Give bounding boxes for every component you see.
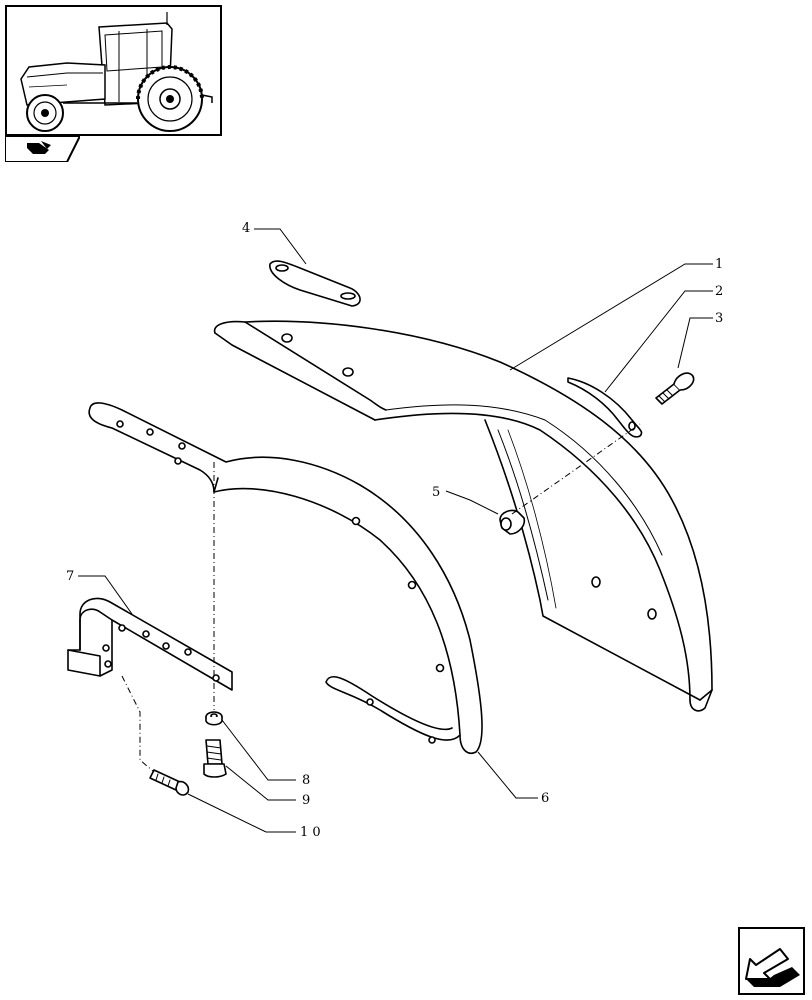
- next-page-button[interactable]: [738, 927, 805, 995]
- callout-7: 7: [66, 569, 74, 584]
- part-2-strip: [567, 377, 643, 438]
- callout-10: 1 0: [300, 825, 321, 840]
- assembly-lines: [121, 423, 641, 773]
- tractor-thumbnail-icon: [20, 12, 213, 132]
- callout-3: 3: [715, 311, 723, 326]
- part-6-support: [88, 402, 483, 754]
- callout-8: 8: [302, 773, 310, 788]
- next-page-arrow-icon: [745, 948, 800, 987]
- section-tab[interactable]: [4, 135, 82, 163]
- callout-4: 4: [242, 221, 250, 236]
- callout-1: 1: [715, 257, 723, 272]
- part-3-bolt: [655, 372, 695, 405]
- callout-9: 9: [302, 793, 310, 808]
- callout-2: 2: [715, 284, 723, 299]
- part-9-bolt: [203, 739, 227, 778]
- callout-6: 6: [541, 791, 549, 806]
- tractor-thumbnail: [5, 5, 222, 136]
- part-5-nut: [499, 509, 526, 535]
- part-10-bolt: [149, 769, 190, 796]
- part-4-strip: [269, 260, 361, 307]
- part-7-bracket: [67, 597, 233, 691]
- leader-lines: [78, 228, 713, 833]
- part-8-washer: [205, 711, 223, 726]
- callout-5: 5: [432, 485, 440, 500]
